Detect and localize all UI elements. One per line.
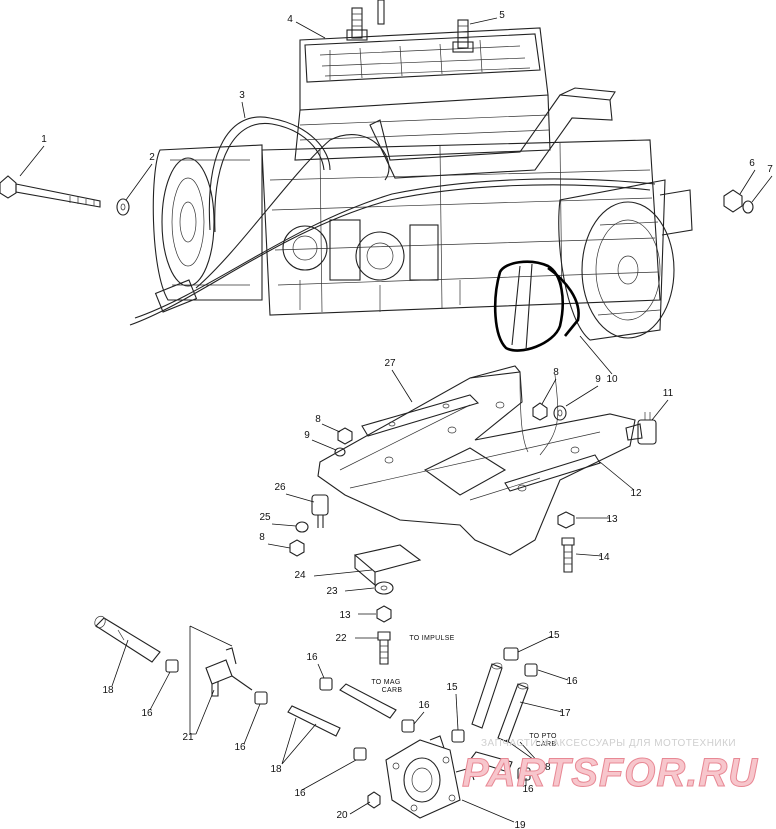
callout-16-36: 16 — [294, 788, 306, 799]
callout-16-33: 16 — [234, 742, 246, 753]
callout-23-21: 23 — [326, 586, 338, 597]
callout-16-30: 16 — [418, 700, 430, 711]
washer-7 — [742, 200, 754, 214]
engine-assembly — [129, 0, 693, 352]
callout-18-27: 18 — [102, 685, 114, 696]
callout-16-37: 16 — [522, 784, 534, 795]
engine-mount-plate — [317, 365, 636, 556]
washer-9-left — [334, 447, 346, 457]
callout-1-0: 1 — [41, 134, 47, 145]
clamp-16-center — [254, 691, 268, 705]
callout-20-38: 20 — [336, 810, 348, 821]
hose-18-center — [287, 683, 397, 737]
crankcase — [261, 87, 661, 316]
callout-18-34: 18 — [270, 764, 282, 775]
washer-23 — [374, 581, 394, 595]
callout-13-17: 13 — [606, 514, 618, 525]
right-clutch-cover — [558, 179, 693, 341]
callout-7-6: 7 — [767, 164, 773, 175]
callout-13-22: 13 — [339, 610, 351, 621]
leader-lines — [19, 17, 773, 823]
callout-9-10: 9 — [595, 374, 601, 385]
washer-9-right — [553, 405, 567, 421]
clamp-15-right — [451, 647, 519, 743]
note-to-mag-1: TO MAG — [371, 679, 400, 686]
cylinder-head — [294, 27, 551, 161]
bolt-14 — [561, 537, 575, 573]
watermark-logo-text: PARTSFOR.RU — [462, 751, 758, 795]
clamp-16-left — [165, 659, 179, 673]
callout-8-9: 8 — [553, 367, 559, 378]
callout-15-24: 15 — [548, 630, 560, 641]
callout-26-15: 26 — [274, 482, 286, 493]
callout-10-7: 10 — [606, 374, 618, 385]
oil-reservoir — [493, 260, 580, 352]
note-to-impulse-0: TO IMPULSE — [409, 635, 454, 642]
nut-8-lower — [289, 539, 305, 557]
callout-4-3: 4 — [287, 14, 293, 25]
clamp-16-right — [517, 663, 538, 781]
callout-25-16: 25 — [259, 512, 271, 523]
callout-16-26: 16 — [566, 676, 578, 687]
callout-14-19: 14 — [598, 552, 610, 563]
callout-17-31: 17 — [559, 708, 571, 719]
callout-22-23: 22 — [335, 633, 347, 644]
callout-9-13: 9 — [304, 430, 310, 441]
rubber-mount-11 — [625, 412, 657, 445]
shim-27 — [361, 394, 480, 437]
fuel-pump-19 — [385, 735, 475, 819]
note-carb-4: CARB — [536, 741, 557, 748]
hose-17 — [471, 662, 529, 743]
callout-5-4: 5 — [499, 10, 505, 21]
nut-8-left — [337, 427, 353, 445]
callout-12-14: 12 — [630, 488, 642, 499]
callout-16-25: 16 — [306, 652, 318, 663]
spark-plugs — [346, 0, 474, 53]
callout-21-32: 21 — [182, 732, 194, 743]
note-carb-2: CARB — [382, 687, 403, 694]
nut-20 — [367, 791, 381, 809]
watermark-tagline: ЗАПЧАСТИ И АКСЕССУАРЫ ДЛЯ МОТОТЕХНИКИ — [481, 738, 736, 749]
mounting-bolt-1 — [0, 175, 101, 208]
callout-3-2: 3 — [239, 90, 245, 101]
control-cables — [129, 116, 656, 326]
callout-8-12: 8 — [315, 414, 321, 425]
nut-8-right — [532, 402, 548, 421]
rubber-mount-26 — [311, 494, 329, 528]
callout-2-1: 2 — [149, 152, 155, 163]
callout-18-35: 18 — [539, 762, 551, 773]
note-to-pto-3: TO PTO — [529, 733, 557, 740]
washer-25 — [295, 521, 309, 533]
clamp-16-mid — [319, 677, 415, 761]
tee-fitting-21 — [205, 647, 253, 697]
callout-27-8: 27 — [384, 358, 396, 369]
callout-24-20: 24 — [294, 570, 306, 581]
nut-13-lower — [376, 605, 392, 623]
nut-13-right — [557, 511, 575, 529]
watermark: ЗАПЧАСТИ И АКСЕССУАРЫ ДЛЯ МОТОТЕХНИКИ PA… — [462, 738, 758, 796]
callout-16-29: 16 — [141, 708, 153, 719]
washer-2 — [116, 198, 130, 216]
shim-12 — [504, 454, 601, 492]
hose-18-right — [469, 751, 513, 773]
callout-6-5: 6 — [749, 158, 755, 169]
bolt-22 — [377, 631, 391, 665]
hose-18-left — [94, 615, 161, 663]
callout-11-11: 11 — [663, 388, 674, 399]
callout-15-28: 15 — [446, 682, 458, 693]
callout-19-39: 19 — [514, 820, 526, 829]
nut-6 — [723, 189, 743, 213]
bracket-24 — [353, 544, 422, 587]
left-clutch-cover — [152, 144, 263, 301]
callout-8-18: 8 — [259, 532, 265, 543]
